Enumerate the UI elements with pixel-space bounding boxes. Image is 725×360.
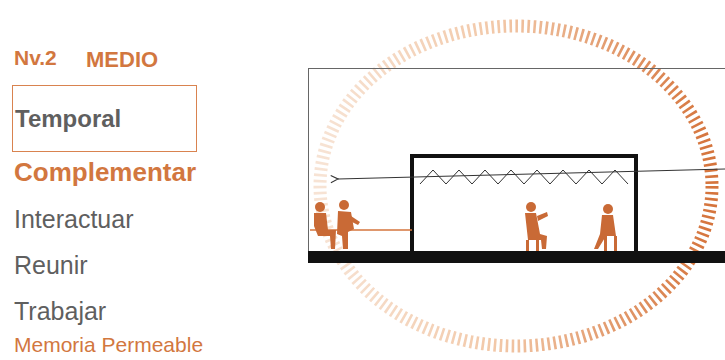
action-item-text: Trabajar [14, 297, 106, 326]
time-box: Temporal [12, 85, 197, 152]
pavilion-box [412, 156, 636, 253]
concept-label-text: Memoria Permeable [14, 333, 203, 357]
time-box-text: Temporal [15, 105, 190, 133]
people-figures [314, 200, 617, 251]
action-item-text: Interactuar [14, 205, 134, 234]
level-number-text: Nv.2 [14, 46, 57, 70]
flow-arrow [338, 169, 725, 179]
level-name-text: MEDIO [86, 47, 158, 72]
action-heading-text: Complementar [14, 158, 196, 188]
dashed-ring [320, 26, 712, 346]
action-item-text: Reunir [14, 251, 88, 280]
outer-frame [309, 69, 725, 255]
